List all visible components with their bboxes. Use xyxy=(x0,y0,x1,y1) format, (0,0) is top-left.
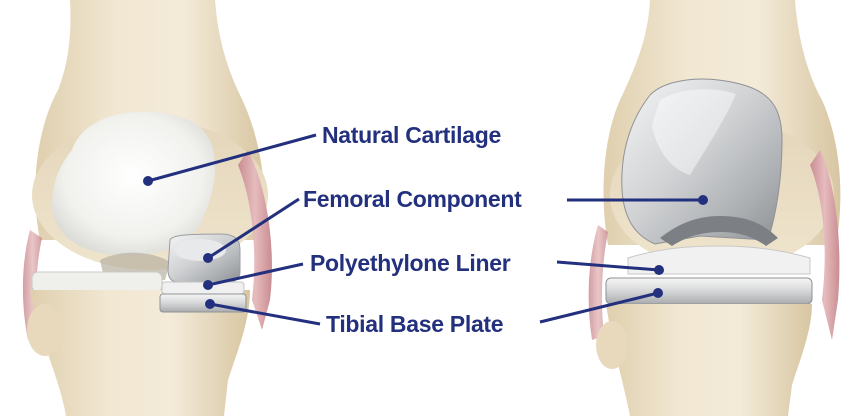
left-natural-meniscus xyxy=(32,272,162,292)
right-knee xyxy=(589,0,841,416)
label-natural-cartilage: Natural Cartilage xyxy=(322,124,501,147)
dot-tibial-base-plate-left xyxy=(205,299,215,309)
right-tibial-base-plate xyxy=(606,278,812,304)
right-medial-ligament xyxy=(589,225,608,340)
label-polyethylene-liner: Polyethylone Liner xyxy=(310,252,510,275)
label-femoral-component: Femoral Component xyxy=(303,188,522,211)
dot-natural-cartilage xyxy=(143,176,153,186)
left-polyethylene-insert xyxy=(162,282,244,294)
right-fibula-head xyxy=(596,321,628,369)
right-tibia-bone xyxy=(606,304,812,416)
left-knee xyxy=(23,0,272,416)
label-tibial-base-plate: Tibial Base Plate xyxy=(326,313,503,336)
left-fibula-head xyxy=(27,304,63,356)
dot-femoral-component-left xyxy=(203,253,213,263)
dot-polyethylene-left xyxy=(203,280,213,290)
dot-femoral-component-right xyxy=(698,195,708,205)
dot-polyethylene-right xyxy=(654,265,664,275)
dot-tibial-base-plate-right xyxy=(653,288,663,298)
